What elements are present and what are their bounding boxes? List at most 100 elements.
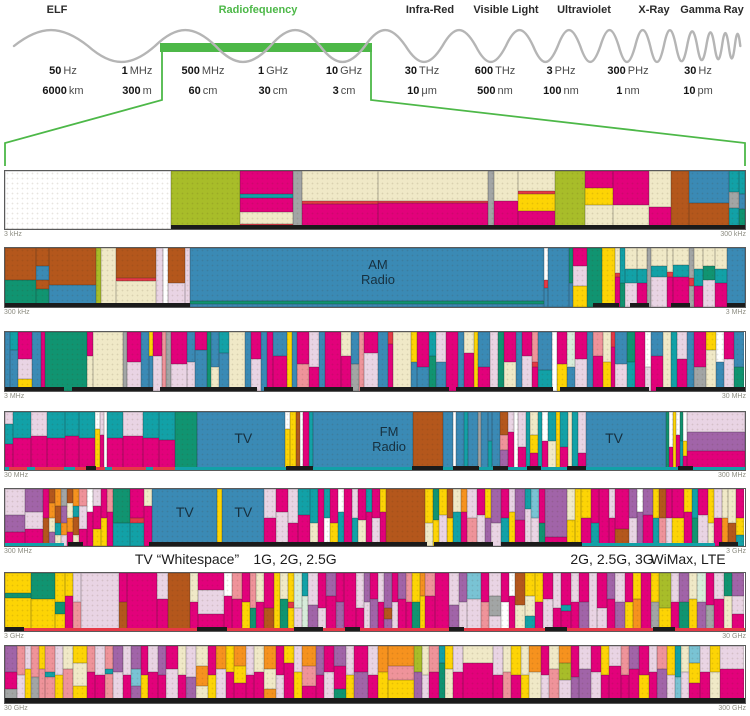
allocation-block <box>130 668 141 686</box>
service-label-am-radio: AM Radio <box>360 256 395 287</box>
band-bottom-bar <box>286 466 313 470</box>
allocation-block <box>397 573 406 600</box>
allocation-block <box>615 248 621 273</box>
allocation-block <box>92 489 101 507</box>
allocation-block <box>515 604 526 631</box>
allocation-column <box>515 573 526 631</box>
allocation-block <box>714 283 727 307</box>
allocation-block <box>377 671 388 703</box>
allocation-block <box>714 573 725 600</box>
allocation-block <box>674 677 681 703</box>
allocation-block <box>433 489 440 521</box>
band-bottom-bar <box>160 387 257 391</box>
band-mosaic <box>5 332 745 391</box>
band-bottom-bar <box>34 467 65 470</box>
allocation-block <box>290 412 297 470</box>
allocation-column <box>543 573 554 631</box>
allocation-block <box>54 534 61 546</box>
allocation-column <box>416 332 429 391</box>
allocation-block <box>439 514 448 546</box>
category-label-radiofequency: Radiofequency <box>218 4 298 16</box>
allocation-column <box>293 646 302 703</box>
allocation-column <box>64 573 73 631</box>
allocation-block <box>714 268 727 284</box>
allocation-block <box>142 438 159 470</box>
wavelength-unit: cm <box>272 85 288 97</box>
allocation-block <box>246 674 255 703</box>
allocation-block <box>732 596 745 614</box>
allocation-block <box>428 355 437 391</box>
allocation-block <box>411 602 420 631</box>
allocation-block <box>351 489 358 518</box>
allocation-column <box>350 332 359 391</box>
allocation-block <box>419 573 426 597</box>
allocation-block <box>162 248 169 307</box>
allocation-column <box>405 573 412 631</box>
allocation-column <box>363 573 370 631</box>
allocation-block <box>504 332 517 362</box>
allocation-column <box>726 248 745 307</box>
allocation-block <box>738 171 745 195</box>
allocation-block <box>580 489 591 518</box>
allocation-column <box>148 332 153 391</box>
allocation-column <box>9 332 18 391</box>
allocation-block <box>446 332 459 391</box>
allocation-block <box>670 573 679 602</box>
allocation-column <box>158 412 176 470</box>
allocation-column <box>307 573 318 631</box>
allocation-block <box>517 190 556 194</box>
allocation-block <box>586 332 593 391</box>
allocation-block <box>724 596 733 631</box>
allocation-block <box>251 332 262 359</box>
allocation-column <box>410 332 417 391</box>
allocation-column <box>44 332 87 391</box>
allocation-column <box>86 646 95 703</box>
allocation-block <box>504 361 517 391</box>
allocation-block <box>608 489 615 518</box>
allocation-block <box>521 674 530 703</box>
allocation-column <box>54 646 63 703</box>
allocation-block <box>478 332 491 368</box>
allocation-column <box>670 573 679 631</box>
allocation-block <box>333 688 346 703</box>
allocation-column <box>693 248 703 307</box>
allocation-column <box>445 646 454 703</box>
wavelength-unit: μm <box>421 85 437 97</box>
allocation-block <box>649 171 672 207</box>
allocation-block <box>684 489 693 512</box>
allocation-block <box>296 412 301 470</box>
allocation-block <box>553 607 561 631</box>
band-mosaic <box>5 573 745 631</box>
allocation-block <box>501 573 510 602</box>
allocation-column <box>710 646 721 703</box>
allocation-block <box>94 429 100 470</box>
band-bottom-bar <box>526 466 542 470</box>
allocation-block <box>668 446 673 470</box>
allocation-column <box>245 332 252 391</box>
allocation-block <box>325 596 336 631</box>
allocation-block <box>383 607 392 620</box>
allocation-block <box>445 646 454 669</box>
allocation-block <box>543 573 554 600</box>
allocation-column <box>288 573 295 631</box>
allocation-column <box>126 573 157 631</box>
allocation-block <box>162 332 167 391</box>
allocation-block <box>464 352 475 391</box>
allocation-block <box>560 604 571 611</box>
allocation-column <box>86 332 93 391</box>
allocation-block <box>367 674 378 703</box>
allocation-column <box>264 573 275 631</box>
allocation-block <box>493 201 518 229</box>
allocation-block <box>736 534 745 546</box>
allocation-block <box>78 528 87 546</box>
allocation-block <box>276 511 288 546</box>
allocation-block <box>613 204 650 229</box>
allocation-column <box>463 646 494 703</box>
allocation-block <box>590 671 601 703</box>
allocation-column <box>728 489 737 546</box>
allocation-block <box>648 671 657 703</box>
allocation-column <box>357 489 366 546</box>
allocation-block <box>728 489 737 524</box>
allocation-block <box>126 332 141 362</box>
